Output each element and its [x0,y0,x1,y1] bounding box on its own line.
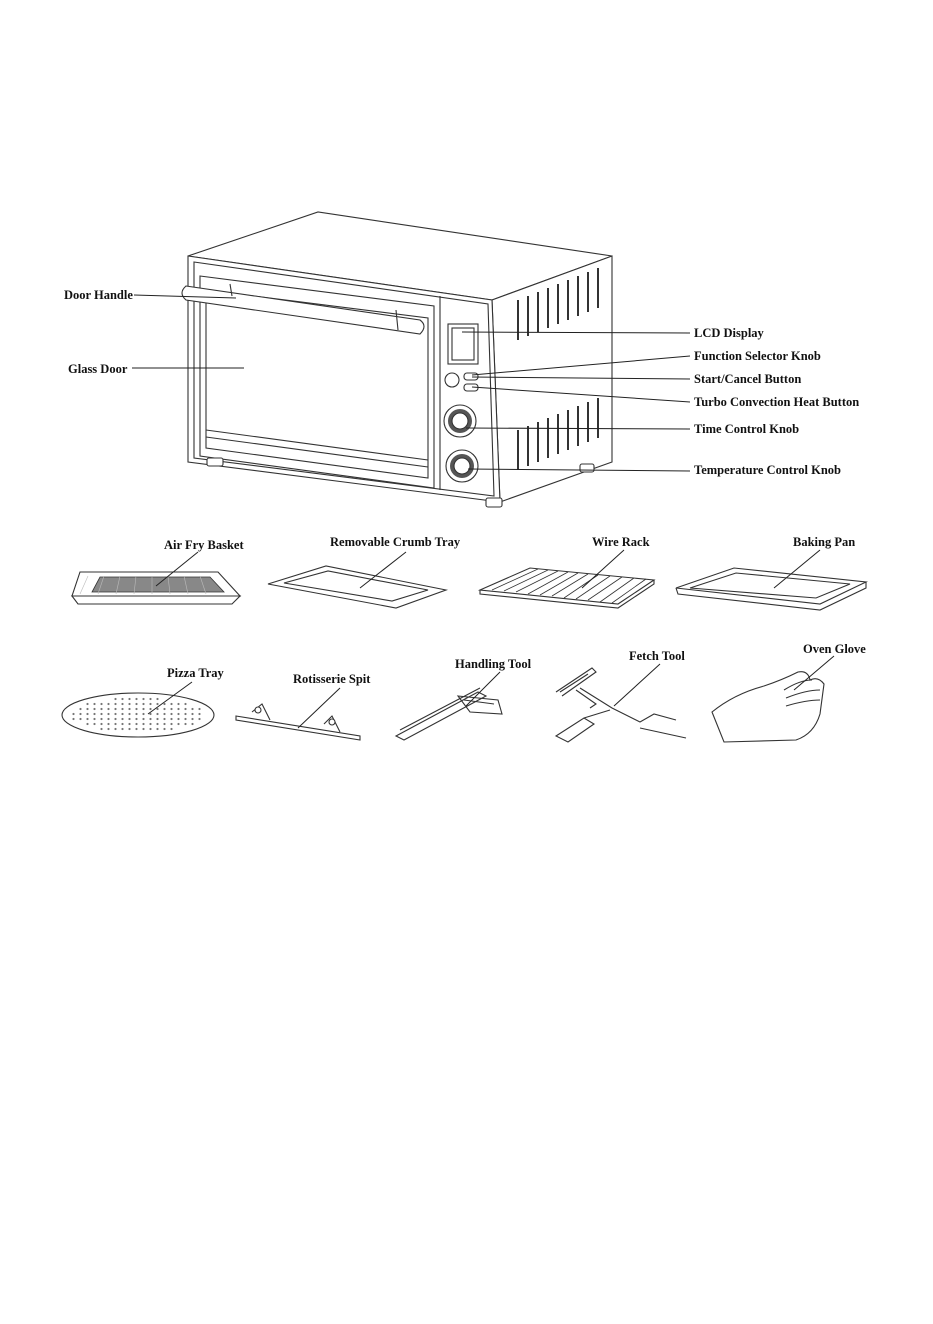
fetch-tool-label: Fetch Tool [629,649,685,663]
handling-tool-drawing [396,688,502,740]
oven-glove-drawing [712,672,824,742]
wire-rack-label: Wire Rack [592,535,650,549]
pizza-tray-drawing [62,693,214,737]
start-cancel-button-label: Start/Cancel Button [694,372,801,386]
handling-tool-label: Handling Tool [455,657,532,671]
start-cancel-button-drawing [464,373,478,380]
door-handle-label: Door Handle [64,288,133,302]
temperature-control-knob-drawing [446,450,478,482]
oven-illustration [182,212,612,507]
removable-crumb-tray-label: Removable Crumb Tray [330,535,461,549]
turbo-convection-heat-button-label: Turbo Convection Heat Button [694,395,859,409]
lcd-display-label: LCD Display [694,326,765,340]
pizza-tray-label: Pizza Tray [167,666,225,680]
function-selector-knob-label: Function Selector Knob [694,349,821,363]
glass-door-label: Glass Door [68,362,128,376]
baking-pan-label: Baking Pan [793,535,855,549]
function-selector-knob-drawing [445,373,459,387]
rotisserie-spit-label: Rotisserie Spit [293,672,371,686]
time-control-knob-label: Time Control Knob [694,422,799,436]
air-fry-basket-label: Air Fry Basket [164,538,244,552]
air-fry-basket-drawing [72,572,240,604]
time-control-knob-drawing [444,405,476,437]
removable-crumb-tray-drawing [268,566,446,608]
rotisserie-spit-drawing [236,704,360,740]
oven-glove-label: Oven Glove [803,642,866,656]
baking-pan-drawing [676,568,866,610]
temperature-control-knob-label: Temperature Control Knob [694,463,841,477]
fetch-tool-drawing [556,668,686,742]
wire-rack-drawing [480,568,654,608]
